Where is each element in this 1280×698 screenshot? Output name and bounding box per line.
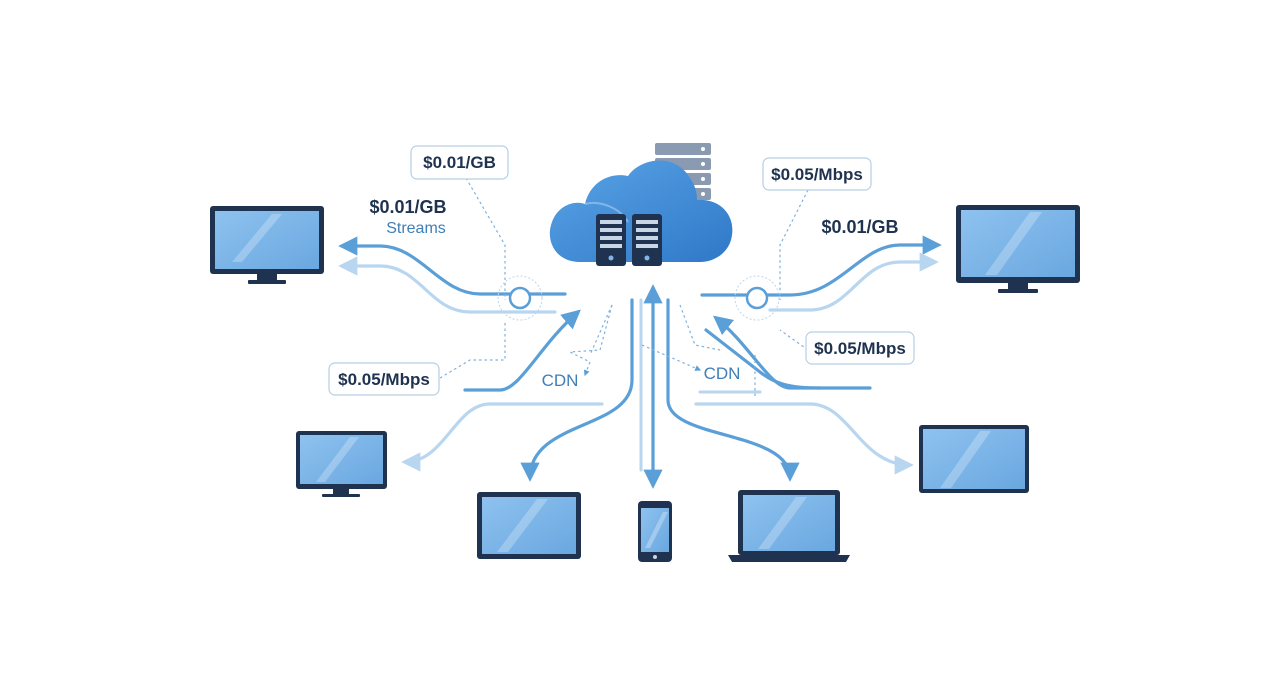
phone-center-icon: [638, 501, 672, 562]
cloud-shape: [549, 160, 733, 262]
price-label-left: $0.01/GB Streams: [369, 197, 446, 237]
callout-line-top-right: [779, 189, 809, 300]
connection-lines: [338, 235, 942, 489]
price-callout-top-right: $0.05/Mbps: [762, 157, 872, 191]
monitor-bottom-left-icon: [296, 431, 387, 497]
cloud-server-icon: [549, 143, 733, 266]
callout-line-top-left: [465, 177, 506, 300]
link-to-monitor-bottom-right: [694, 402, 914, 475]
link-left-up: [463, 309, 581, 392]
cdn-dots-right: [641, 344, 702, 371]
link-to-monitor-top-right-secondary: [768, 252, 939, 312]
price-left-text: $0.01/GB: [369, 197, 446, 217]
link-to-laptop: [666, 298, 800, 482]
junction-left: [497, 275, 543, 321]
server-tower-right: [632, 214, 662, 266]
server-tower-left: [596, 214, 626, 266]
callout-line-mid-left: [439, 320, 506, 379]
link-to-tablet: [520, 298, 634, 482]
cdn-dots-right-2: [679, 304, 721, 351]
link-to-monitor-top-left: [338, 236, 567, 296]
callout-line-mid-right: [779, 329, 809, 351]
monitor-bottom-right-icon: [919, 425, 1029, 493]
cdn-label-right: CDN: [704, 364, 741, 383]
price-top-left-text: $0.01/GB: [423, 153, 496, 172]
link-to-monitor-top-right: [700, 235, 942, 297]
monitor-top-left-icon: [210, 206, 324, 284]
price-mid-right-text: $0.05/Mbps: [814, 339, 906, 358]
price-callout-top-left: $0.01/GB: [410, 145, 509, 180]
price-top-right-text: $0.05/Mbps: [771, 165, 863, 184]
cdn-dots-left-2: [589, 304, 613, 356]
price-label-right: $0.01/GB: [821, 217, 898, 237]
price-mid-left-text: $0.05/Mbps: [338, 370, 430, 389]
price-callout-mid-left: $0.05/Mbps: [328, 362, 440, 396]
link-to-monitor-top-left-secondary: [338, 256, 557, 314]
junction-right: [734, 275, 780, 321]
tablet-left-icon: [477, 492, 581, 559]
monitor-top-right-icon: [956, 205, 1080, 293]
streams-label: Streams: [386, 220, 446, 237]
link-right-strong-lower: [704, 328, 822, 390]
price-callout-mid-right: $0.05/Mbps: [805, 331, 915, 365]
price-right-text: $0.01/GB: [821, 217, 898, 237]
cdn-label-left: CDN: [542, 371, 579, 390]
link-to-monitor-bottom-left: [401, 402, 604, 472]
link-right-up: [712, 315, 872, 390]
laptop-right-icon: [728, 490, 850, 562]
dotted-callouts: [439, 177, 809, 398]
